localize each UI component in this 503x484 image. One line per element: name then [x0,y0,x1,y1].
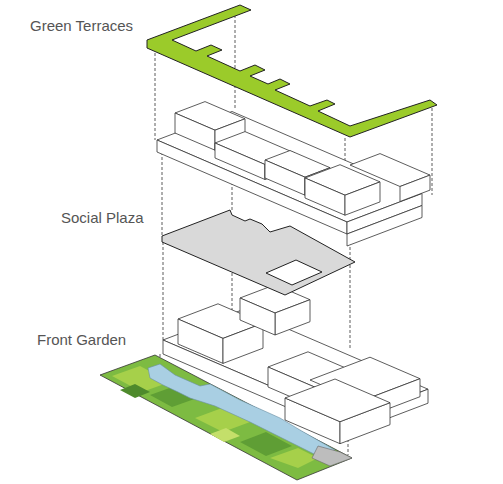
front-garden-plan [312,446,352,466]
upper-building-massing [157,102,430,246]
layer-label: Social Plaza [61,209,144,227]
front-garden-plan [210,428,240,442]
projection-line [432,108,433,195]
projection-line [350,265,351,350]
lower-building-massing [223,323,263,363]
green-terraces-plan [147,5,437,137]
projection-line [235,10,236,110]
projection-line [162,152,163,236]
layer-label: Green Terraces [30,17,133,35]
lower-building-massing [285,379,390,422]
lower-building-massing [240,298,275,335]
upper-building-massing [215,143,265,180]
projection-line [155,48,156,140]
upper-building-massing [265,160,305,195]
layer-label: Front Garden [37,331,126,349]
upper-building-massing [345,182,380,215]
upper-building-massing [400,175,430,201]
projection-line [163,242,164,340]
lower-building-massing [163,285,428,444]
upper-building-massing [347,206,422,247]
upper-building-massing [305,178,345,215]
social-plaza-plan [266,260,322,285]
lower-building-massing [178,319,223,363]
lower-building-massing [275,300,310,335]
upper-building-massing [175,113,215,150]
front-garden-plan [120,384,150,398]
green-terraces-plan [147,5,437,137]
